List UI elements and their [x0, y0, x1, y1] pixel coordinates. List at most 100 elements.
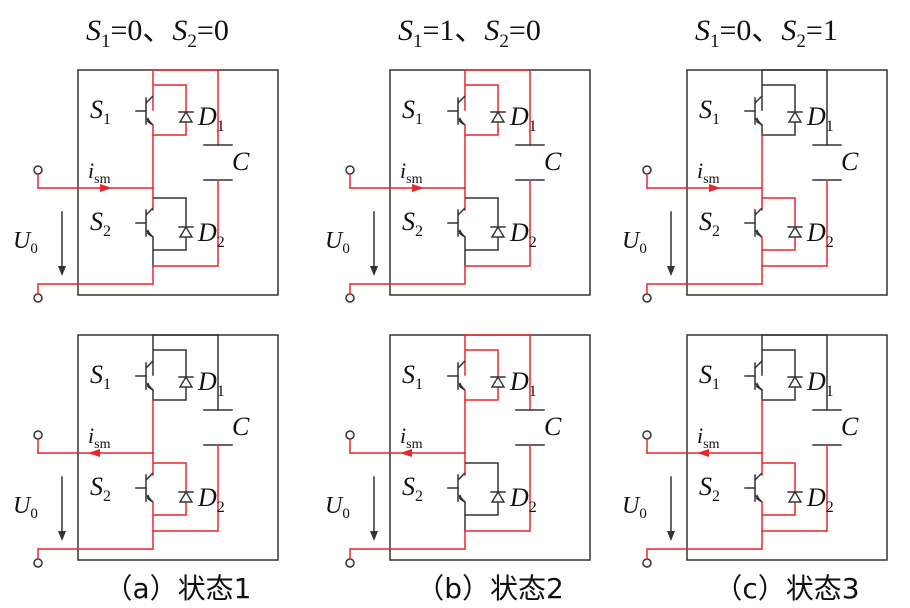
- current-arrow: [400, 449, 412, 457]
- switch-s2-collector-leg: [457, 472, 466, 481]
- current-label-main: i: [400, 158, 406, 183]
- diode-d2-label-sub: 2: [217, 234, 225, 251]
- diode-d1-label: D1: [509, 102, 537, 135]
- switch-s2-label-sub: 2: [712, 488, 720, 505]
- terminal-top: [345, 430, 355, 440]
- diode-d2-label-sub: 2: [826, 234, 834, 251]
- voltage-arrow-head: [370, 266, 378, 276]
- current-label: ism: [400, 423, 423, 452]
- diode-d1-icon: [490, 110, 506, 123]
- state-header: S1=0、S2=1: [695, 14, 838, 52]
- current-label-main: i: [697, 423, 703, 448]
- header-s2-val: =0: [197, 14, 229, 47]
- voltage-arrow-head: [58, 531, 66, 541]
- capacitor-label: C: [232, 412, 250, 441]
- capacitor-label: C: [841, 147, 859, 176]
- diode-d1-loop: [153, 349, 187, 401]
- switch-s2-label: S2: [402, 472, 423, 505]
- header-s2-sub: 2: [187, 31, 197, 52]
- switch-s1-label-sub: 1: [415, 376, 423, 393]
- switch-s2-label: S2: [699, 207, 720, 240]
- diode-d1-icon: [787, 110, 803, 123]
- diode-d2-loop: [762, 197, 796, 251]
- switch-s1-arrow: [147, 117, 153, 126]
- switch-s1-label-sub: 1: [103, 376, 111, 393]
- voltage-label-sub: 0: [639, 241, 647, 257]
- switch-s2-collector-leg: [754, 472, 763, 481]
- state-caption: （a）状态1: [105, 572, 252, 605]
- voltage-label: U0: [622, 228, 647, 257]
- header-s1-val: =0、: [720, 14, 782, 47]
- switch-s2-collector-leg: [457, 207, 466, 216]
- switch-s1-label-main: S: [402, 360, 415, 389]
- diode-d2-icon: [490, 225, 506, 238]
- capacitor-label-main: C: [232, 147, 250, 176]
- state-caption: （c）状态3: [714, 572, 859, 605]
- current-label-sub: sm: [406, 172, 422, 187]
- diode-d2-label: D2: [509, 218, 537, 251]
- switch-s1-label-main: S: [90, 95, 103, 124]
- header-s1-sub: 1: [101, 31, 111, 52]
- header-s2-sub: 2: [796, 31, 806, 52]
- voltage-label: U0: [13, 493, 38, 522]
- diode-d2-label-main: D: [509, 483, 529, 512]
- voltage-label-main: U: [622, 228, 641, 254]
- diode-d2-label-sub: 2: [826, 499, 834, 516]
- current-label-main: i: [88, 423, 94, 448]
- header-s2: S: [484, 14, 499, 47]
- diode-d1-label: D1: [806, 367, 834, 400]
- switch-s2-label-main: S: [699, 472, 712, 501]
- voltage-arrow-head: [58, 266, 66, 276]
- diode-d1-label-main: D: [197, 102, 217, 131]
- diode-d1-label-sub: 1: [826, 118, 834, 135]
- diode-d1-icon: [490, 375, 506, 388]
- switch-s2-collector-leg: [145, 472, 154, 481]
- switch-s1-arrow: [756, 117, 762, 126]
- switch-s2-label: S2: [699, 472, 720, 505]
- diode-d2-icon: [490, 490, 506, 503]
- switch-s2-arrow: [756, 229, 762, 238]
- diode-d2-loop: [465, 462, 499, 516]
- voltage-arrow-head: [370, 531, 378, 541]
- diode-d1-label-main: D: [509, 367, 529, 396]
- current-label-sub: sm: [703, 172, 719, 187]
- diode-d1-loop: [762, 349, 796, 401]
- diode-d1-label-main: D: [197, 367, 217, 396]
- diode-d1-label: D1: [197, 102, 225, 135]
- switch-s2-collector-leg: [145, 207, 154, 216]
- state-header: S1=1、S2=0: [398, 14, 541, 52]
- current-label-sub: sm: [406, 437, 422, 452]
- switch-s2-label: S2: [90, 472, 111, 505]
- capacitor-label: C: [232, 147, 250, 176]
- current-label-sub: sm: [703, 437, 719, 452]
- diode-d2-label-sub: 2: [529, 234, 537, 251]
- diode-d2-label-sub: 2: [529, 499, 537, 516]
- switch-s2-arrow: [147, 494, 153, 503]
- state-header: S1=0、S2=0: [86, 14, 229, 52]
- switch-s1-label-main: S: [90, 360, 103, 389]
- current-label-sub: sm: [94, 172, 110, 187]
- current-arrow: [88, 449, 100, 457]
- diode-d1-label: D1: [197, 367, 225, 400]
- header-s1-sub: 1: [710, 31, 720, 52]
- diode-d2-label-main: D: [197, 218, 217, 247]
- diode-d1-icon: [178, 110, 194, 123]
- diode-d1-label-main: D: [806, 367, 826, 396]
- switch-s2-label-sub: 2: [103, 488, 111, 505]
- diode-d2-label-sub: 2: [217, 499, 225, 516]
- current-label-main: i: [697, 158, 703, 183]
- switch-s1-collector-leg: [457, 360, 466, 369]
- terminal-bottom: [642, 558, 652, 568]
- switch-s1-collector-leg: [457, 95, 466, 104]
- diode-d2-label-main: D: [509, 218, 529, 247]
- terminal-top: [642, 165, 652, 175]
- voltage-label-main: U: [13, 493, 32, 519]
- diode-d2-label: D2: [197, 483, 225, 516]
- switch-s1-label: S1: [90, 360, 111, 393]
- current-label: ism: [88, 423, 111, 452]
